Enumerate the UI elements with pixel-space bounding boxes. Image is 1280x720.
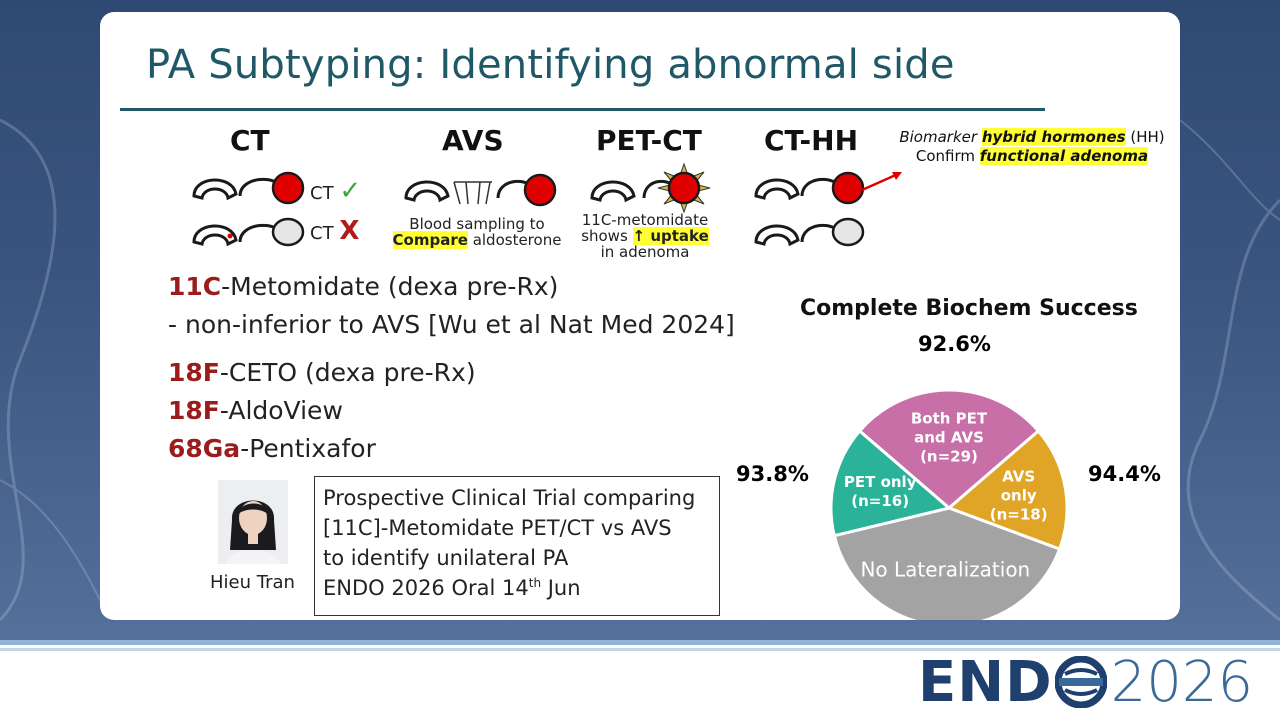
pie-slice xyxy=(832,506,1062,620)
adenoma-icon xyxy=(271,171,305,205)
heading-petct: PET-CT xyxy=(596,124,702,157)
chart-title: Complete Biochem Success xyxy=(800,296,1138,321)
success-pct-avs: 94.4% xyxy=(1088,462,1161,486)
slide-panel: PA Subtyping: Identifying abnormal side … xyxy=(100,12,1180,620)
globe-icon xyxy=(1054,656,1107,708)
pie-slice-label: Both PET xyxy=(911,409,988,427)
biomarker-note: Biomarker hybrid hormones (HH) Confirm f… xyxy=(899,128,1165,165)
avs-adrenal-diagram xyxy=(404,173,557,207)
avs-note: Blood sampling to Compare aldosterone xyxy=(392,215,562,249)
pie-slice-label: AVS xyxy=(1002,468,1035,486)
footer-stripe-thin xyxy=(0,648,1280,651)
title-divider xyxy=(120,108,1045,111)
check-icon: ✓ xyxy=(339,176,362,206)
arrow-icon xyxy=(861,172,899,192)
tracer-item: 18F-CETO (dexa pre-Rx) xyxy=(168,358,476,387)
pie-slice-label: (n=18) xyxy=(990,506,1048,524)
tracer-item: 11C-Metomidate (dexa pre-Rx) xyxy=(168,272,559,301)
tracer-item: 18F-AldoView xyxy=(168,396,343,425)
ct-adrenal-diagram xyxy=(192,171,305,247)
success-pct-both: 92.6% xyxy=(918,332,991,356)
pie-slice-label: only xyxy=(1001,487,1037,505)
ct-row2-label: CT X xyxy=(310,216,360,246)
tracer-item: 68Ga-Pentixafor xyxy=(168,434,376,463)
heading-avs: AVS xyxy=(442,124,504,157)
cthh-adrenal-diagram xyxy=(754,171,902,247)
pie-slice xyxy=(946,428,1069,552)
pie-slice-label: PET only xyxy=(844,473,917,491)
pie-slice xyxy=(857,388,1041,510)
trial-info-box: Prospective Clinical Trial comparing [11… xyxy=(314,476,720,616)
ct-row1-label: CT ✓ xyxy=(310,176,362,206)
slide-title: PA Subtyping: Identifying abnormal side xyxy=(146,42,955,88)
heading-cthh: CT-HH xyxy=(764,124,859,157)
pie-slice-label: and AVS xyxy=(914,428,984,446)
tracer-item: - non-inferior to AVS [Wu et al Nat Med … xyxy=(168,310,735,339)
footer-stripe xyxy=(0,640,1280,645)
petct-note: 11C-metomidate shows ↑ uptake in adenoma xyxy=(581,211,709,261)
petct-adrenal-diagram xyxy=(590,162,711,214)
success-pct-pet: 93.8% xyxy=(736,462,809,486)
pie-slice-label: (n=16) xyxy=(851,492,909,510)
heading-ct: CT xyxy=(230,124,270,157)
endo-logo: END 2026 xyxy=(918,649,1254,715)
pie-slice-label: No Lateralization xyxy=(860,557,1030,581)
cross-icon: X xyxy=(339,216,360,246)
presenter-photo xyxy=(218,480,288,564)
pie-slice xyxy=(829,428,953,538)
pie-slice-label: (n=29) xyxy=(920,447,978,465)
background-decoration xyxy=(0,118,1280,622)
presenter-name: Hieu Tran xyxy=(210,572,295,593)
